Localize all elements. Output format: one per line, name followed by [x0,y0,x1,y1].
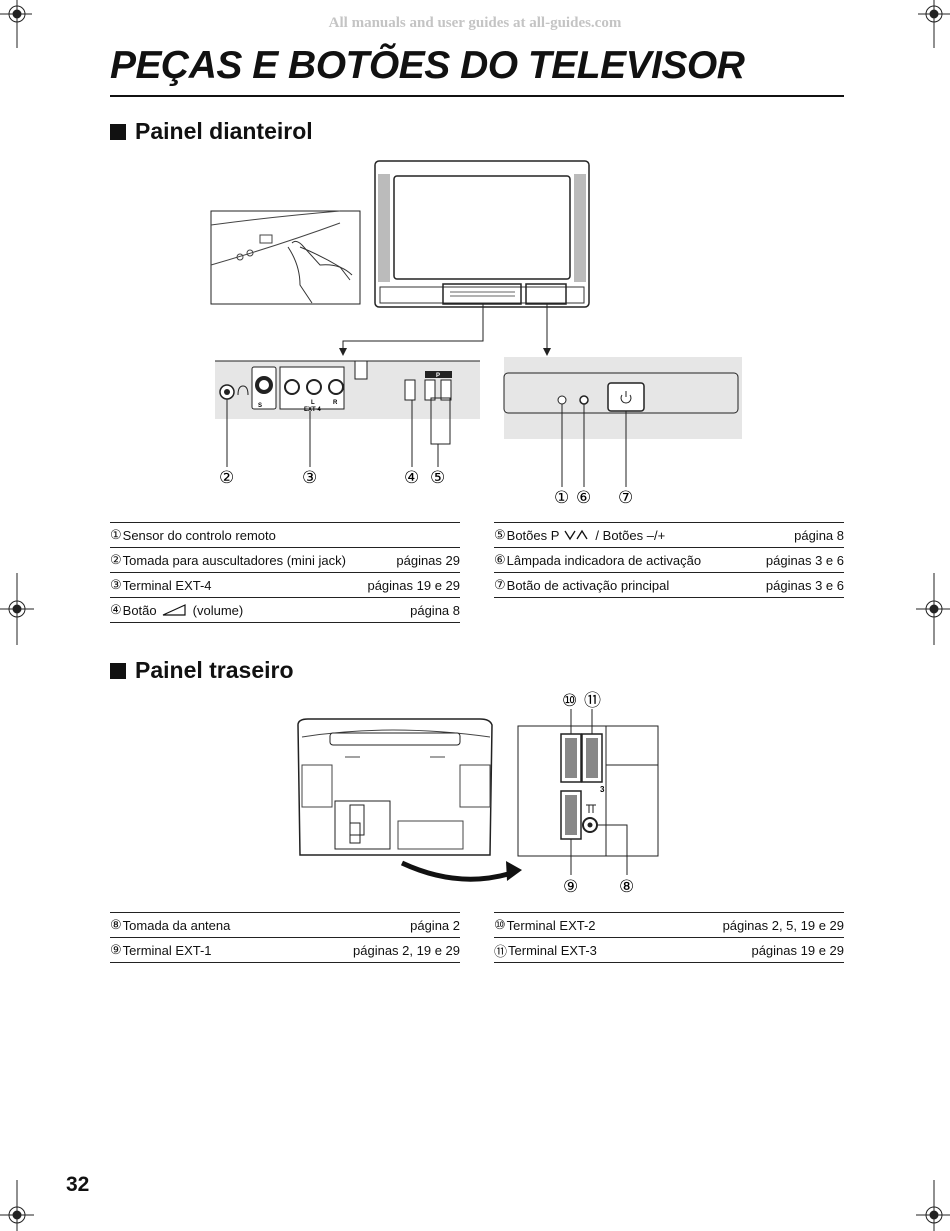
section-heading-front-label: Painel dianteirol [135,118,313,144]
item-page: páginas 2, 5, 19 e 29 [722,917,844,933]
item-page: página 8 [794,527,844,543]
callout-4: ④ [404,468,419,487]
registration-mark-icon [916,573,950,645]
item-label: Terminal EXT-2 [506,917,596,933]
item-label: Terminal EXT-3 [508,942,597,958]
power-icon [620,391,632,404]
item-label: Terminal EXT-1 [122,942,212,958]
item-page: página 2 [410,917,460,933]
heading-bullet [110,662,126,679]
registration-mark-icon [916,1180,950,1231]
r-label: R [333,400,338,406]
ext4-label: EXT-4 [304,407,321,413]
item-number: ⑦ [494,577,506,592]
title-rule [110,95,844,97]
watermark: All manuals and user guides at all-guide… [328,15,622,31]
page-number: 32 [66,1173,90,1196]
callout-11: ⑪ [584,691,601,710]
item-number: ④ [110,602,122,617]
item-label: Tomada para auscultadores (mini jack) [122,552,346,568]
callout-5: ⑤ [430,468,445,487]
item-number: ⑧ [110,917,122,932]
callout-8: ⑧ [619,877,634,896]
ext3-label: 3 [600,785,605,794]
item-number: ⑪ [494,943,508,959]
callout-1: ① [554,488,569,507]
s-input-label: S [258,403,262,409]
front-panel-detail-left: S L R EXT-4 P [215,360,480,445]
item-number: ⑥ [494,552,506,567]
callout-3: ③ [302,468,317,487]
volume-triangle-icon [162,604,186,616]
registration-mark-icon [0,573,34,645]
registration-mark-icon [918,0,950,48]
item-label: Botão de activação principal [506,577,670,593]
registration-mark-icon [0,1180,34,1231]
item-label-suffix: (volume) [192,602,244,618]
antenna-icon [586,804,596,813]
item-label: Sensor do controlo remoto [122,527,276,543]
l-label: L [311,400,315,406]
item-label: Botões P [506,527,560,543]
section-heading-rear: Painel traseiro [110,657,294,684]
item-page: páginas 2, 19 e 29 [353,942,460,958]
rear-terminal-detail: 3 [517,725,659,857]
item-number: ⑨ [110,942,122,957]
item-number: ① [110,527,122,542]
item-label: Botão [122,602,157,618]
headphone-icon [237,385,249,396]
item-number: ③ [110,577,122,592]
item-label: Lâmpada indicadora de activação [506,552,702,568]
registration-mark-icon [0,0,32,48]
callout-6: ⑥ [576,488,591,507]
chevron-down-up-icon [564,529,588,541]
front-panel-figure: S L R EXT-4 P ② [210,160,742,507]
tv-front [374,160,590,308]
section-heading-front: Painel dianteirol [110,118,313,145]
callout-7: ⑦ [618,488,633,507]
item-label: Terminal EXT-4 [122,577,212,593]
heading-bullet [110,123,126,140]
item-label-suffix: / Botões –/+ [595,527,666,543]
callout-10: ⑩ [562,691,577,710]
item-page: páginas 19 e 29 [367,577,460,593]
item-page: página 8 [410,602,460,618]
item-page: páginas 3 e 6 [765,552,844,568]
page-title: PEÇAS E BOTÕES DO TELEVISOR [110,44,745,87]
tv-rear [297,718,493,856]
item-number: ⑩ [494,917,506,932]
item-page: páginas 29 [396,552,460,568]
rear-panel-figure: 3 ⑩ ⑪ ⑨ ⑧ [297,691,659,896]
callout-9: ⑨ [563,877,578,896]
item-label: Tomada da antena [122,917,231,933]
callout-2: ② [219,468,234,487]
item-number: ② [110,552,122,567]
front-panel-detail-right [503,357,742,439]
item-page: páginas 3 e 6 [765,577,844,593]
item-page: páginas 19 e 29 [751,942,844,958]
item-number: ⑤ [494,527,506,542]
hand-inset [210,210,361,305]
p-label: P [436,373,440,379]
section-heading-rear-label: Painel traseiro [135,657,294,683]
